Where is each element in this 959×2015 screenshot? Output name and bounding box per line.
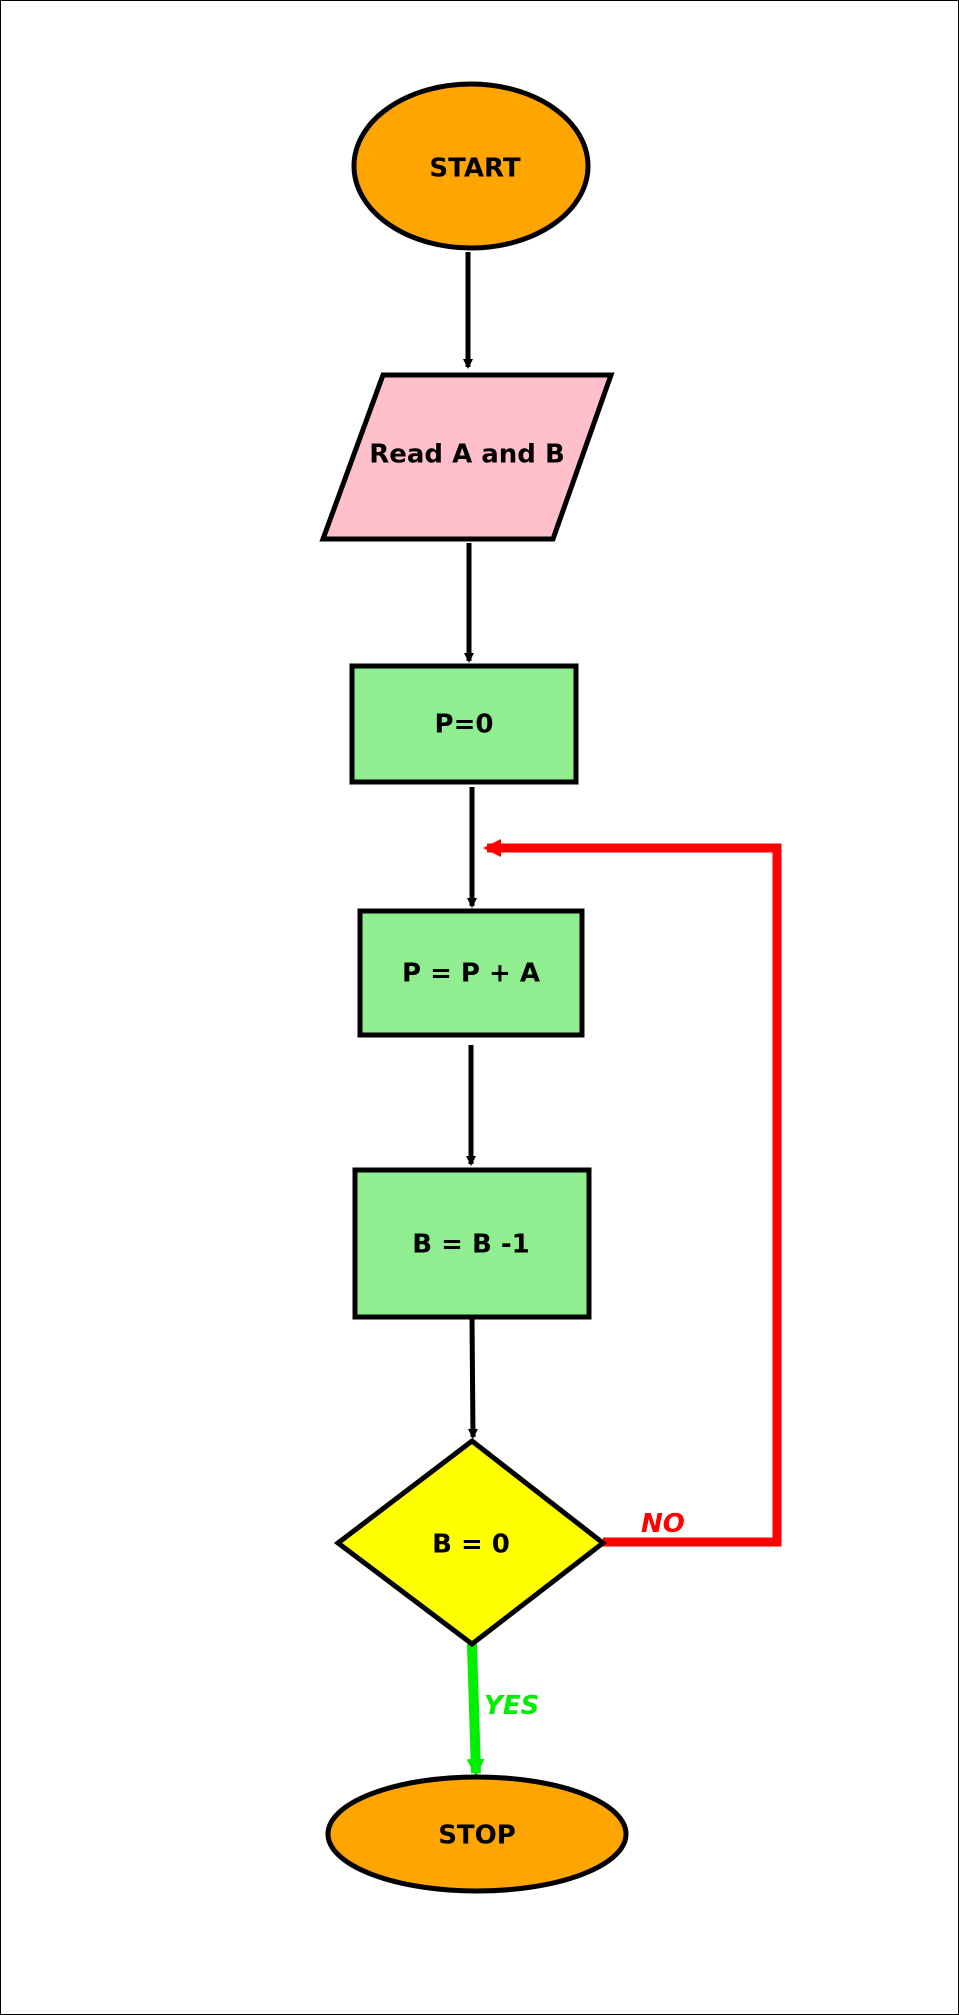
decision-node	[333, 1437, 608, 1648]
start-node	[351, 81, 591, 251]
start-label: START	[429, 154, 520, 184]
add-node	[357, 908, 585, 1038]
decrement-node	[352, 1167, 592, 1320]
no-label: NO	[641, 1509, 685, 1539]
init-node	[349, 663, 579, 785]
edge-decrement-to-decision	[467, 1316, 478, 1439]
init-label: P=0	[435, 710, 494, 740]
edge-yes	[466, 1643, 485, 1777]
input-node	[319, 372, 615, 542]
decrement-label: B = B -1	[412, 1230, 529, 1260]
stop-label: STOP	[438, 1821, 516, 1851]
edge-no-loop	[483, 839, 782, 1547]
decision-label: B = 0	[432, 1530, 510, 1560]
yes-label: YES	[484, 1691, 539, 1721]
add-label: P = P + A	[402, 959, 540, 989]
stop-node	[325, 1774, 629, 1894]
input-label: Read A and B	[369, 440, 565, 470]
